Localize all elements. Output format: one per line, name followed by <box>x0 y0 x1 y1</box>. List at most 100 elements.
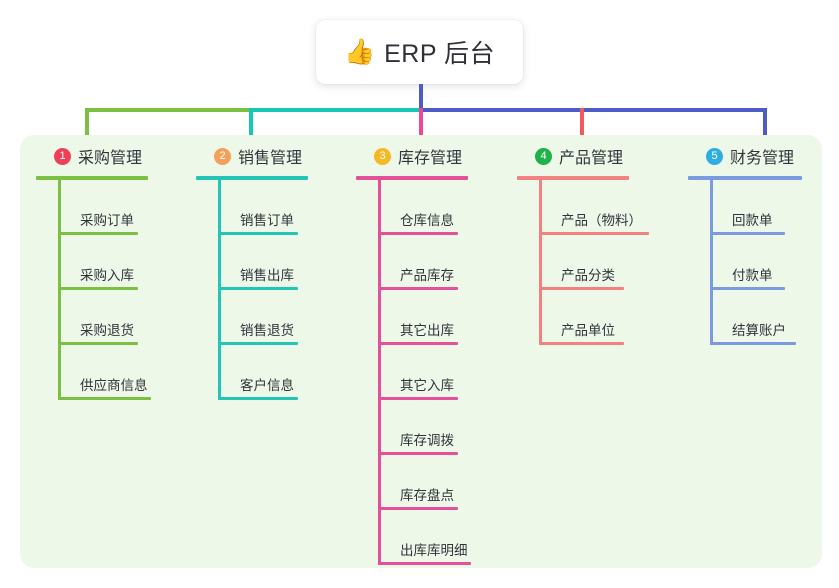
list-item[interactable]: 仓库信息 <box>378 180 474 235</box>
column-4: 4 产品管理产品（物料） 产品分类产品单位 <box>517 143 649 345</box>
list-item-label: 产品库存 <box>400 268 454 283</box>
list-item[interactable]: 结算账户 <box>710 290 802 345</box>
list-item-underline <box>218 287 298 290</box>
list-item-label: 供应商信息 <box>80 378 148 393</box>
column-spine-3 <box>378 180 381 565</box>
list-item[interactable]: 其它出库 <box>378 290 474 345</box>
list-item-underline <box>58 287 138 290</box>
drop-line-4 <box>580 108 584 138</box>
column-spine-1 <box>58 180 61 400</box>
column-rule-4 <box>517 176 629 180</box>
list-item[interactable]: 采购入库 <box>58 235 154 290</box>
column-header-2[interactable]: 2 销售管理 <box>196 143 308 169</box>
column-spine-4 <box>539 180 542 345</box>
column-items-4: 产品（物料） 产品分类产品单位 <box>539 180 649 345</box>
list-item[interactable]: 采购退货 <box>58 290 154 345</box>
list-item-underline <box>218 342 298 345</box>
column-badge-2: 2 <box>214 147 231 165</box>
list-item-underline <box>378 507 458 510</box>
list-item-underline <box>58 342 138 345</box>
column-header-5[interactable]: 5 财务管理 <box>688 143 802 169</box>
list-item[interactable]: 销售订单 <box>218 180 308 235</box>
column-spine-2 <box>218 180 221 400</box>
list-item-label: 采购订单 <box>80 213 134 228</box>
bus-segment-2 <box>253 108 419 112</box>
column-items-2: 销售订单销售出库销售退货客户信息 <box>218 180 308 400</box>
list-item[interactable]: 产品库存 <box>378 235 474 290</box>
column-badge-1: 1 <box>54 147 71 165</box>
list-item-underline <box>539 287 624 290</box>
list-item-underline <box>710 287 785 290</box>
mindmap-panel <box>20 135 822 568</box>
column-rule-1 <box>36 176 148 180</box>
list-item-label: 产品（物料） <box>561 213 642 228</box>
list-item-label: 产品分类 <box>561 268 615 283</box>
list-item-underline <box>378 452 458 455</box>
list-item-label: 付款单 <box>732 268 773 283</box>
list-item-underline <box>218 397 298 400</box>
column-rule-5 <box>688 176 802 180</box>
list-item-label: 其它出库 <box>400 323 454 338</box>
bus-segment-1 <box>85 108 253 112</box>
column-title-1: 采购管理 <box>78 150 143 167</box>
list-item[interactable]: 供应商信息 <box>58 345 154 400</box>
list-item-label: 产品单位 <box>561 323 615 338</box>
bus-segment-3 <box>419 108 767 112</box>
column-title-2: 销售管理 <box>238 150 303 167</box>
column-header-1[interactable]: 1 采购管理 <box>36 143 154 169</box>
list-item[interactable]: 销售出库 <box>218 235 308 290</box>
list-item[interactable]: 库存盘点 <box>378 455 474 510</box>
list-item-underline <box>378 342 458 345</box>
column-header-4[interactable]: 4 产品管理 <box>517 143 648 169</box>
list-item[interactable]: 库存调拨 <box>378 400 474 455</box>
drop-line-3 <box>419 108 423 138</box>
column-badge-5: 5 <box>706 147 723 165</box>
list-item[interactable]: 出库库明细 <box>378 510 474 565</box>
list-item-underline <box>710 232 785 235</box>
trunk-vertical-line <box>419 84 423 110</box>
column-title-4: 产品管理 <box>559 150 624 167</box>
column-title-5: 财务管理 <box>730 150 795 167</box>
list-item-underline <box>378 397 458 400</box>
column-5: 5 财务管理回款单付款单结算账户 <box>688 143 802 345</box>
list-item[interactable]: 付款单 <box>710 235 802 290</box>
list-item-underline <box>378 287 458 290</box>
thumbs-up-icon: 👍 <box>343 37 376 66</box>
list-item-label: 采购退货 <box>80 323 134 338</box>
drop-line-2 <box>249 108 253 138</box>
list-item-label: 库存盘点 <box>400 488 454 503</box>
list-item-underline <box>710 342 796 345</box>
list-item-underline <box>378 562 471 565</box>
list-item-underline <box>218 232 298 235</box>
list-item[interactable]: 采购订单 <box>58 180 154 235</box>
list-item[interactable]: 其它入库 <box>378 345 474 400</box>
list-item-underline <box>539 342 624 345</box>
list-item-label: 销售退货 <box>240 323 294 338</box>
column-2: 2 销售管理销售订单销售出库销售退货客户信息 <box>196 143 308 400</box>
column-1: 1 采购管理采购订单采购入库采购退货供应商信息 <box>36 143 154 400</box>
list-item[interactable]: 产品分类 <box>539 235 648 290</box>
root-node-card[interactable]: 👍 ERP 后台 <box>316 20 523 84</box>
list-item-label: 仓库信息 <box>400 213 454 228</box>
list-item[interactable]: 销售退货 <box>218 290 308 345</box>
drop-line-5 <box>763 108 767 138</box>
list-item-label: 出库库明细 <box>400 543 468 558</box>
list-item-label: 其它入库 <box>400 378 454 393</box>
column-items-1: 采购订单采购入库采购退货供应商信息 <box>58 180 154 400</box>
list-item-label: 结算账户 <box>732 323 786 338</box>
column-items-5: 回款单付款单结算账户 <box>710 180 802 345</box>
column-rule-3 <box>356 176 468 180</box>
list-item[interactable]: 客户信息 <box>218 345 308 400</box>
column-badge-4: 4 <box>535 147 552 165</box>
list-item[interactable]: 产品单位 <box>539 290 648 345</box>
list-item-underline <box>378 232 458 235</box>
list-item-label: 回款单 <box>732 213 773 228</box>
list-item[interactable]: 回款单 <box>710 180 802 235</box>
list-item[interactable]: 产品（物料） <box>539 180 649 235</box>
column-rule-2 <box>196 176 308 180</box>
list-item-underline <box>58 397 151 400</box>
list-item-label: 客户信息 <box>240 378 294 393</box>
list-item-underline <box>58 232 138 235</box>
